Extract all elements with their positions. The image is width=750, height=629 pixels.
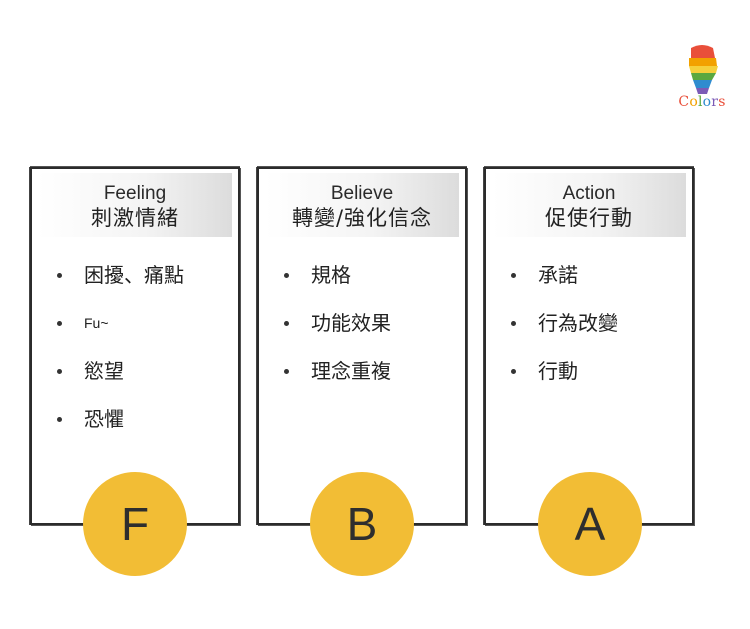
feeling-card: Feeling 刺激情緒 困擾、痛點 Fu~ 慾望 恐懼 — [30, 167, 240, 525]
action-item-list: 承諾 行為改變 行動 — [508, 261, 618, 405]
list-item: 恐懼 — [54, 405, 184, 453]
list-item: 行為改變 — [508, 309, 618, 357]
list-item: 理念重複 — [281, 357, 391, 405]
list-item: Fu~ — [54, 309, 184, 357]
action-title-en: Action — [562, 183, 616, 204]
colors-logo: Colors — [672, 44, 732, 116]
believe-item-list: 規格 功能效果 理念重複 — [281, 261, 391, 405]
believe-title-zh: 轉變/強化信念 — [291, 206, 433, 230]
action-card-header: Action 促使行動 — [492, 173, 686, 237]
list-item: 功能效果 — [281, 309, 391, 357]
feeling-item-list: 困擾、痛點 Fu~ 慾望 恐懼 — [54, 261, 184, 453]
feeling-title-zh: 刺激情緒 — [91, 206, 179, 230]
head-profile-icon — [689, 45, 718, 94]
logo-wordmark: Colors — [678, 94, 726, 110]
list-item: 承諾 — [508, 261, 618, 309]
action-title-zh: 促使行動 — [545, 206, 633, 230]
list-item: 行動 — [508, 357, 618, 405]
believe-title-en: Believe — [330, 183, 394, 204]
list-item: 規格 — [281, 261, 391, 309]
action-letter-circle: A — [538, 472, 642, 576]
feeling-card-header: Feeling 刺激情緒 — [38, 173, 232, 237]
believe-letter-circle: B — [310, 472, 414, 576]
believe-card-header: Believe 轉變/強化信念 — [265, 173, 459, 237]
feeling-letter-circle: F — [83, 472, 187, 576]
list-item: 困擾、痛點 — [54, 261, 184, 309]
feeling-title-en: Feeling — [103, 183, 167, 204]
list-item: 慾望 — [54, 357, 184, 405]
